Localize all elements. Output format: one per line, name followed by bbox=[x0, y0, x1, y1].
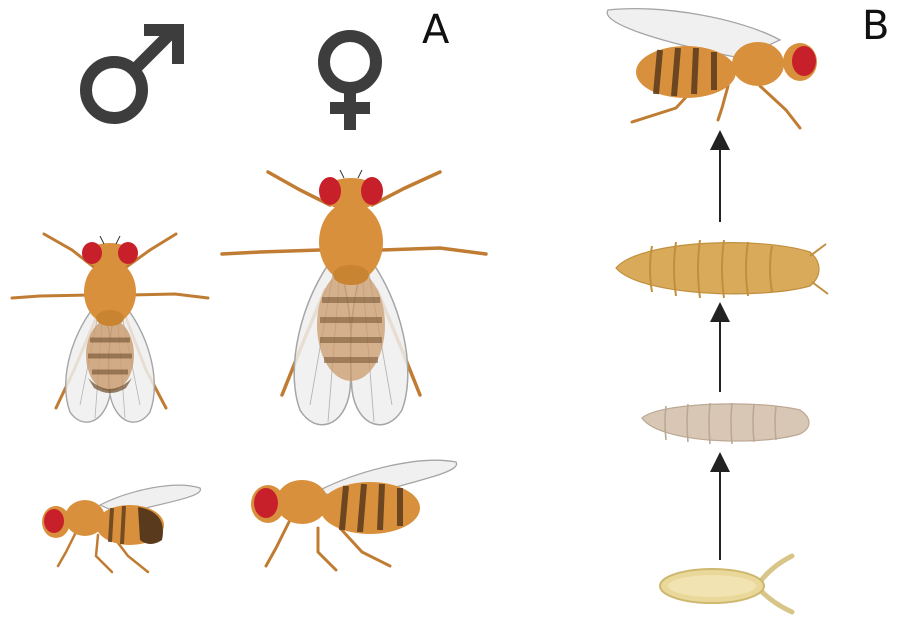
female-symbol-icon bbox=[324, 36, 376, 130]
female-fly-dorsal-icon bbox=[222, 170, 486, 425]
male-fly-dorsal-icon bbox=[12, 234, 208, 422]
male-fly-side-icon bbox=[42, 485, 200, 572]
larva-icon bbox=[642, 403, 809, 444]
male-symbol-icon bbox=[86, 30, 178, 118]
pupa-icon bbox=[616, 240, 828, 298]
adult-fly-icon bbox=[607, 9, 817, 128]
panel-label-b: B bbox=[862, 6, 889, 46]
panel-label-a: A bbox=[422, 10, 449, 50]
female-fly-side-icon bbox=[251, 460, 457, 570]
egg-icon bbox=[660, 556, 792, 612]
